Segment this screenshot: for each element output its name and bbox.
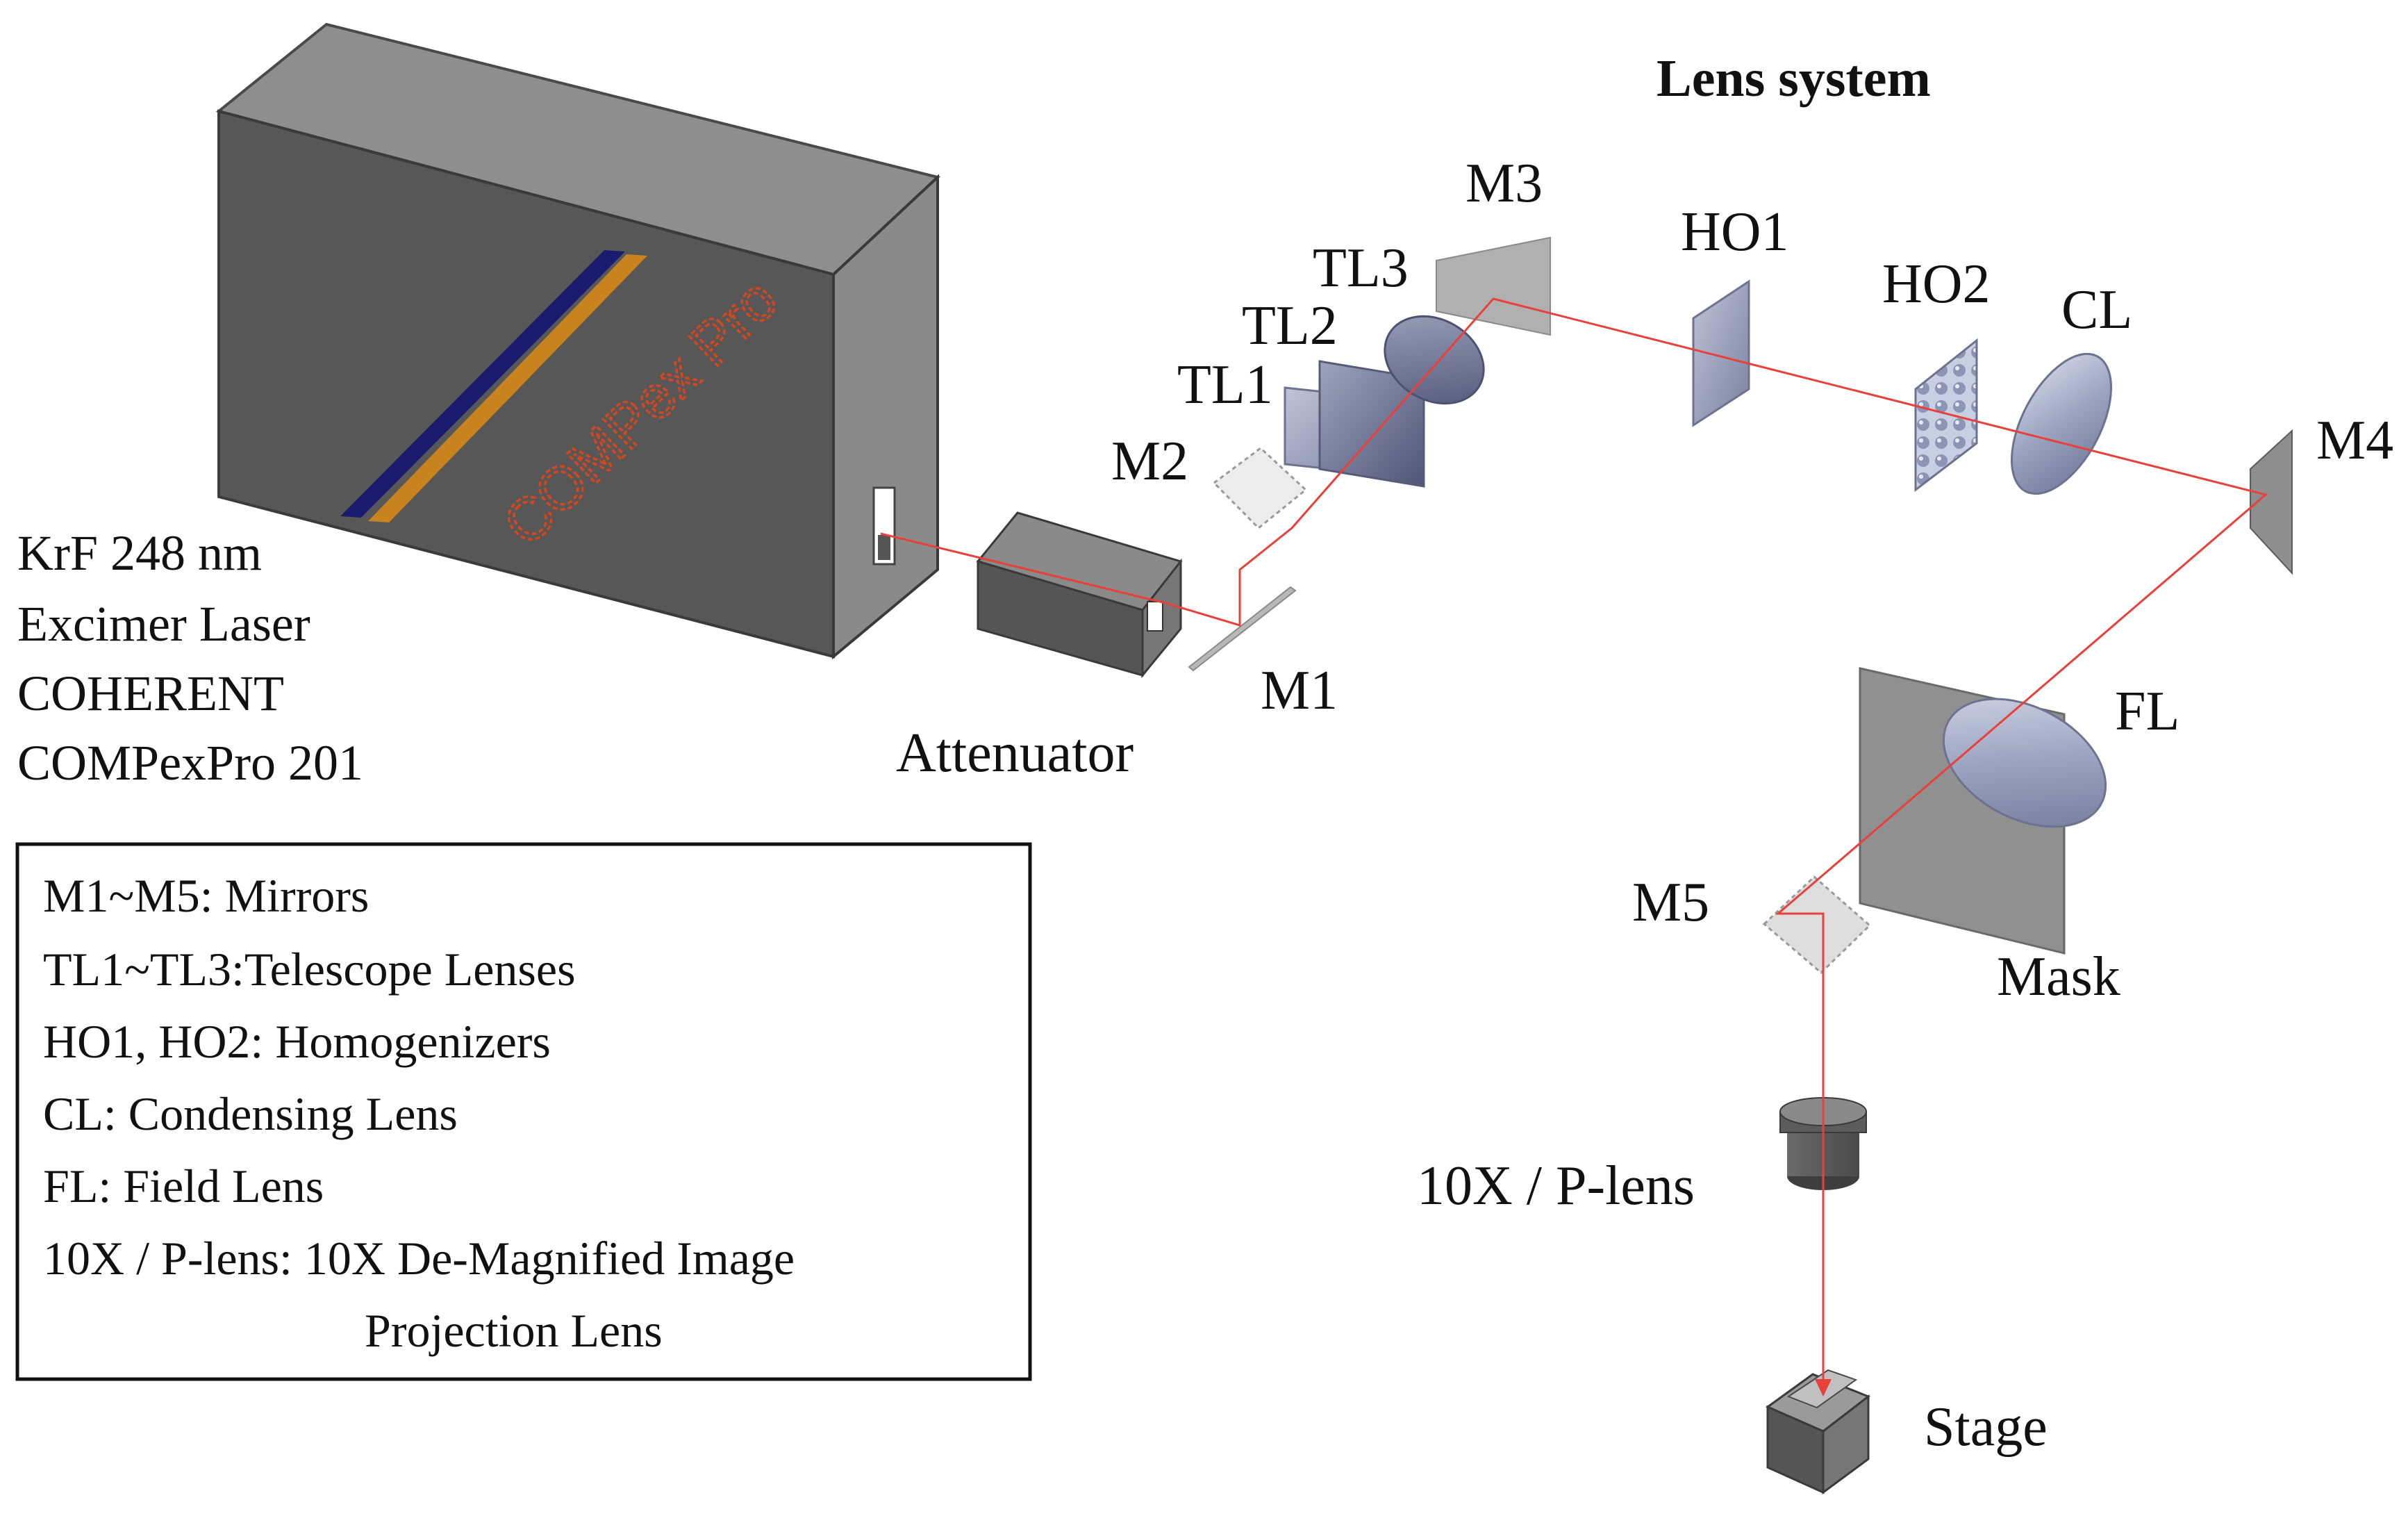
legend-line: CL: Condensing Lens — [43, 1087, 458, 1140]
label-fl: FL — [2115, 681, 2179, 742]
label-ho1: HO1 — [1681, 201, 1789, 263]
laser-stripe-orange — [368, 254, 647, 522]
attenuator — [976, 511, 1183, 679]
legend-line: Projection Lens — [365, 1304, 663, 1357]
laser-spec: KrF 248 nm Excimer Laser COHERENT COMPex… — [17, 525, 363, 791]
laser-side-face — [832, 174, 939, 660]
homogenizer-ho2 — [1914, 338, 1978, 493]
mirror-m3 — [1436, 236, 1551, 336]
laser-spec-line: KrF 248 nm — [17, 525, 262, 581]
legend-line: TL1~TL3:Telescope Lenses — [43, 943, 576, 996]
label-mask: Mask — [1997, 946, 2120, 1007]
label-tl2: TL2 — [1242, 295, 1338, 356]
beam-arrowhead — [1815, 1379, 1832, 1396]
label-m1: M1 — [1261, 660, 1338, 721]
legend-border — [15, 842, 1032, 1381]
homogenizer-ho1 — [1692, 279, 1750, 427]
laser-spec-line: Excimer Laser — [17, 596, 310, 652]
legend-line: FL: Field Lens — [43, 1160, 324, 1212]
stage — [1765, 1369, 1871, 1494]
laser-beam — [880, 297, 2268, 1393]
laser-stripe-navy — [340, 250, 625, 518]
label-tl3: TL3 — [1313, 238, 1409, 299]
mirror-m1 — [1188, 586, 1297, 672]
label-m2: M2 — [1111, 431, 1188, 492]
label-tl1: TL1 — [1177, 354, 1273, 415]
mirror-m5 — [1762, 875, 1872, 975]
lens-system-title: Lens system — [1656, 49, 1931, 108]
attenuator-port — [1147, 601, 1163, 632]
label-m5: M5 — [1632, 872, 1709, 933]
lens-cl — [2011, 352, 2112, 495]
legend-box: M1~M5: Mirrors TL1~TL3:Telescope Lenses … — [15, 842, 1032, 1381]
mirror-m2 — [1212, 447, 1308, 530]
label-m4: M4 — [2316, 410, 2393, 471]
legend-line: HO1, HO2: Homogenizers — [43, 1015, 551, 1068]
label-cl: CL — [2061, 279, 2132, 340]
label-stage: Stage — [1924, 1396, 2048, 1458]
lens-tl2 — [1318, 360, 1425, 488]
excimer-laser: COMPex Pro — [215, 22, 941, 660]
label-m3: M3 — [1465, 153, 1543, 214]
label-attenuator: Attenuator — [896, 723, 1134, 784]
laser-port-inner — [878, 535, 890, 560]
laser-spec-line: COMPexPro 201 — [17, 735, 363, 791]
label-ho2: HO2 — [1882, 254, 1991, 315]
stage-side — [1822, 1394, 1870, 1494]
lens-fl — [1942, 698, 2107, 828]
laser-output-port — [872, 486, 896, 566]
label-plens: 10X / P-lens — [1417, 1155, 1695, 1217]
legend-line: 10X / P-lens: 10X De-Magnified Image — [43, 1232, 795, 1285]
legend-line: M1~M5: Mirrors — [43, 869, 369, 922]
laser-spec-line: COHERENT — [17, 666, 284, 721]
